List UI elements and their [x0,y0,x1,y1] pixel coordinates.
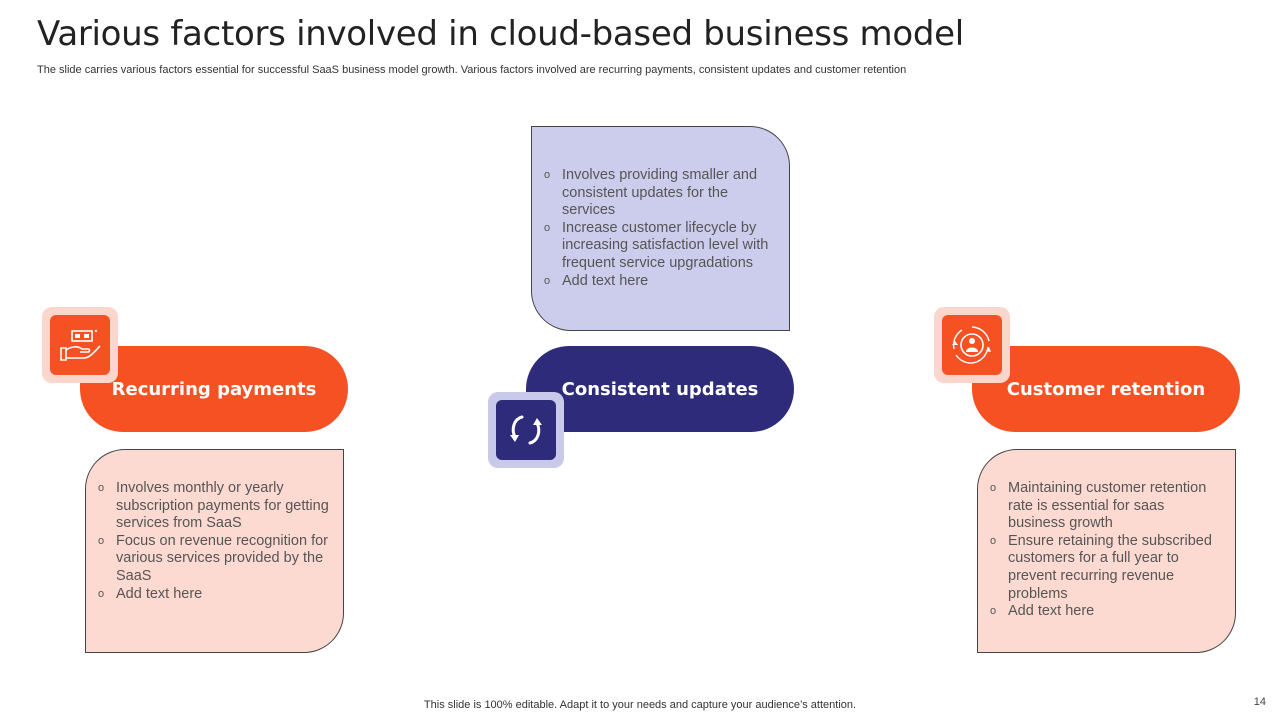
consistent-updates-card: Involves providing smaller and consisten… [531,126,790,331]
bullet-item: Maintaining customer retention rate is e… [988,480,1225,533]
bullet-item: Add text here [96,586,333,604]
refresh-cycle-icon [510,415,542,445]
hand-holding-money-icon [60,329,101,361]
bullet-item: Involves monthly or yearly subscription … [96,480,333,533]
slide-footer: This slide is 100% editable. Adapt it to… [423,699,857,711]
recurring-payments-pill: Recurring payments [80,346,348,432]
recurring-payments-icon-box [42,307,118,383]
customer-retention-icon-box [934,307,1010,383]
recurring-payments-card: Involves monthly or yearly subscription … [85,449,344,653]
consistent-updates-label: Consistent updates [561,378,759,400]
recurring-payments-label: Recurring payments [111,378,317,400]
customer-cycle-icon [952,326,991,364]
consistent-updates-pill: Consistent updates [526,346,794,432]
bullet-item: Add text here [542,273,779,291]
slide-title: Various factors involved in cloud-based … [37,14,964,54]
bullet-item: Ensure retaining the subscribed customer… [988,533,1225,603]
bullet-item: Focus on revenue recognition for various… [96,533,333,586]
customer-retention-label: Customer retention [1006,378,1206,400]
recurring-payments-bullets: Involves monthly or yearly subscription … [96,480,333,603]
bullet-item: Increase customer lifecycle by increasin… [542,220,779,273]
page-number: 14 [1253,696,1266,708]
customer-retention-bullets: Maintaining customer retention rate is e… [988,480,1225,621]
bullet-item: Add text here [988,603,1225,621]
customer-retention-card: Maintaining customer retention rate is e… [977,449,1236,653]
slide-subtitle: The slide carries various factors essent… [37,64,907,76]
customer-retention-pill: Customer retention [972,346,1240,432]
bullet-item: Involves providing smaller and consisten… [542,167,779,220]
consistent-updates-icon-box [488,392,564,468]
consistent-updates-bullets: Involves providing smaller and consisten… [542,167,779,290]
